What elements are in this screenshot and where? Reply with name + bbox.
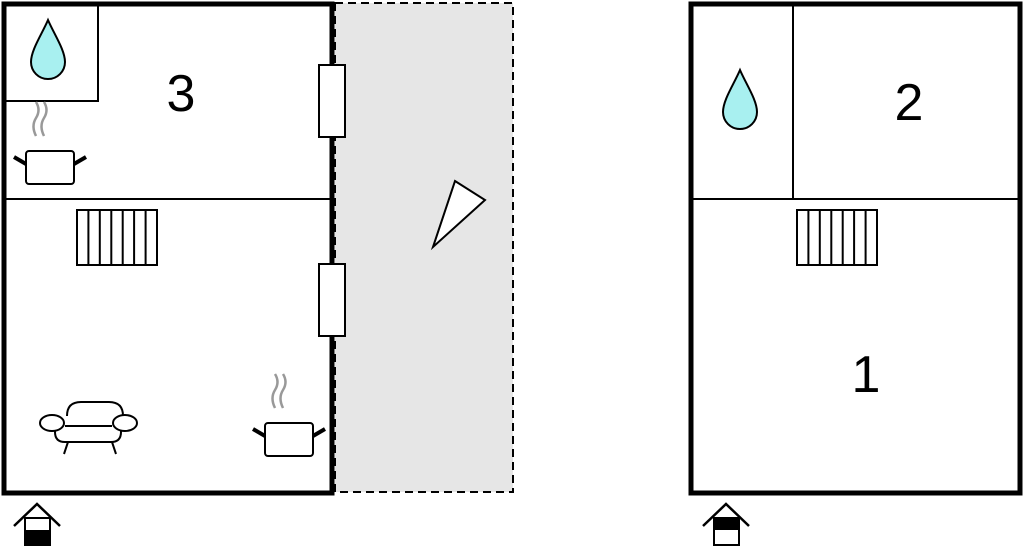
entrance-house-icon bbox=[702, 502, 750, 546]
sofa-icon bbox=[39, 401, 138, 455]
bathroom bbox=[3, 3, 99, 102]
left-building bbox=[1, 1, 346, 496]
radiator-icon bbox=[796, 209, 878, 266]
radiator-icon bbox=[76, 209, 158, 266]
entrance-house-icon bbox=[13, 502, 61, 546]
window-icon bbox=[318, 64, 346, 138]
window-icon bbox=[318, 263, 346, 337]
room-label-2: 2 bbox=[894, 74, 924, 132]
right-building bbox=[688, 1, 1023, 496]
room-label-1: 1 bbox=[851, 346, 881, 404]
compass-icon bbox=[430, 179, 487, 251]
room-label-3: 3 bbox=[166, 65, 196, 123]
terrace bbox=[334, 2, 514, 493]
